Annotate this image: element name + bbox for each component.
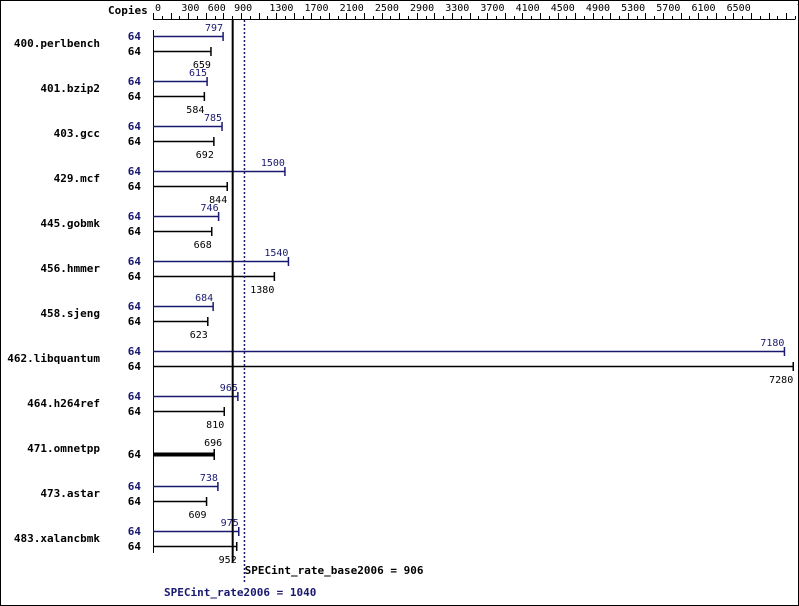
peak-value-label: 975 <box>221 518 239 529</box>
benchmark-label: 464.h264ref <box>27 397 100 410</box>
axis-tick-label: 3700 <box>480 3 504 14</box>
axis-tick-label: 2500 <box>375 3 399 14</box>
base-copies: 64 <box>128 360 142 373</box>
peak-value-label: 1500 <box>261 158 285 169</box>
peak-copies: 64 <box>128 480 142 493</box>
axis-tick-label: 600 <box>208 3 226 14</box>
peak-value-label: 7180 <box>760 338 784 349</box>
axis-tick-label: 6500 <box>727 3 751 14</box>
peak-summary-label: SPECint_rate2006 = 1040 <box>164 586 316 599</box>
base-value-label: 692 <box>196 150 214 161</box>
base-copies: 64 <box>128 448 142 461</box>
reference-lines: SPECint_rate_base2006 = 906SPECint_rate2… <box>164 20 424 599</box>
peak-copies: 64 <box>128 75 142 88</box>
peak-value-label: 797 <box>205 23 223 34</box>
base-summary-label: SPECint_rate_base2006 = 906 <box>245 564 424 577</box>
axis-tick-label: 4500 <box>551 3 575 14</box>
bars-layer: 400.perlbench 64 797 64 659 401.bzip2 64 615 64 5… <box>7 23 794 566</box>
benchmark-label: 445.gobmk <box>40 217 100 230</box>
benchmark-label: 483.xalancbmk <box>14 532 100 545</box>
base-value-label: 1380 <box>250 285 274 296</box>
peak-copies: 64 <box>128 165 142 178</box>
base-copies: 64 <box>128 45 142 58</box>
benchmark-label: 429.mcf <box>54 172 100 185</box>
axis-tick-label: 0 <box>155 3 161 14</box>
axis-tick-label: 5300 <box>621 3 645 14</box>
axis-tick-label: 5700 <box>656 3 680 14</box>
benchmark-label: 403.gcc <box>54 127 100 140</box>
base-copies: 64 <box>128 405 142 418</box>
base-copies: 64 <box>128 90 142 103</box>
base-value-label: 668 <box>194 240 212 251</box>
peak-value-label: 746 <box>201 203 219 214</box>
benchmark-label: 462.libquantum <box>7 352 100 365</box>
base-copies: 64 <box>128 270 142 283</box>
base-value-label: 810 <box>206 420 224 431</box>
base-copies: 64 <box>128 180 142 193</box>
peak-value-label: 965 <box>220 383 238 394</box>
benchmark-label: 458.sjeng <box>40 307 100 320</box>
peak-copies: 64 <box>128 30 142 43</box>
base-value-label: 584 <box>186 105 204 116</box>
benchmark-label: 471.omnetpp <box>27 442 100 455</box>
base-value-label: 609 <box>188 510 206 521</box>
peak-value-label: 738 <box>200 473 218 484</box>
base-value-label: 952 <box>219 555 237 566</box>
peak-copies: 64 <box>128 120 142 133</box>
axis-tick-label: 1700 <box>305 3 329 14</box>
benchmark-label: 473.astar <box>40 487 100 500</box>
peak-copies: 64 <box>128 210 142 223</box>
axis-tick-label: 2100 <box>340 3 364 14</box>
base-value-label: 659 <box>193 60 211 71</box>
peak-copies: 64 <box>128 390 142 403</box>
axis-tick-label: 7300 <box>797 3 799 14</box>
axis-tick-label: 6100 <box>691 3 715 14</box>
copies-header: Copies <box>108 4 148 17</box>
base-value-label: 7280 <box>769 375 793 386</box>
peak-copies: 64 <box>128 345 142 358</box>
peak-value-label: 785 <box>204 113 222 124</box>
base-copies: 64 <box>128 540 142 553</box>
axis-tick-label: 4900 <box>586 3 610 14</box>
base-copies: 64 <box>128 225 142 238</box>
x-axis: 0 300 600 900 1300 1700 2100 2500 2900 3300 3700 41… <box>153 3 799 20</box>
peak-value-label: 684 <box>195 293 213 304</box>
axis-tick-label: 3300 <box>445 3 469 14</box>
axis-tick-label: 900 <box>234 3 252 14</box>
peak-copies: 64 <box>128 525 142 538</box>
axis-tick-label: 1300 <box>269 3 293 14</box>
base-value-label: 844 <box>209 195 227 206</box>
axis-tick-label: 300 <box>181 3 199 14</box>
base-copies: 64 <box>128 135 142 148</box>
peak-value-label: 1540 <box>264 248 288 259</box>
base-value-label: 696 <box>204 438 222 449</box>
axis-tick-label: 2900 <box>410 3 434 14</box>
base-copies: 64 <box>128 495 142 508</box>
peak-copies: 64 <box>128 255 142 268</box>
base-copies: 64 <box>128 315 142 328</box>
axis-tick-label: 4100 <box>516 3 540 14</box>
benchmark-label: 456.hmmer <box>40 262 100 275</box>
base-value-label: 623 <box>190 330 208 341</box>
benchmark-label: 400.perlbench <box>14 37 100 50</box>
peak-copies: 64 <box>128 300 142 313</box>
benchmark-label: 401.bzip2 <box>40 82 100 95</box>
peak-value-label: 615 <box>189 68 207 79</box>
